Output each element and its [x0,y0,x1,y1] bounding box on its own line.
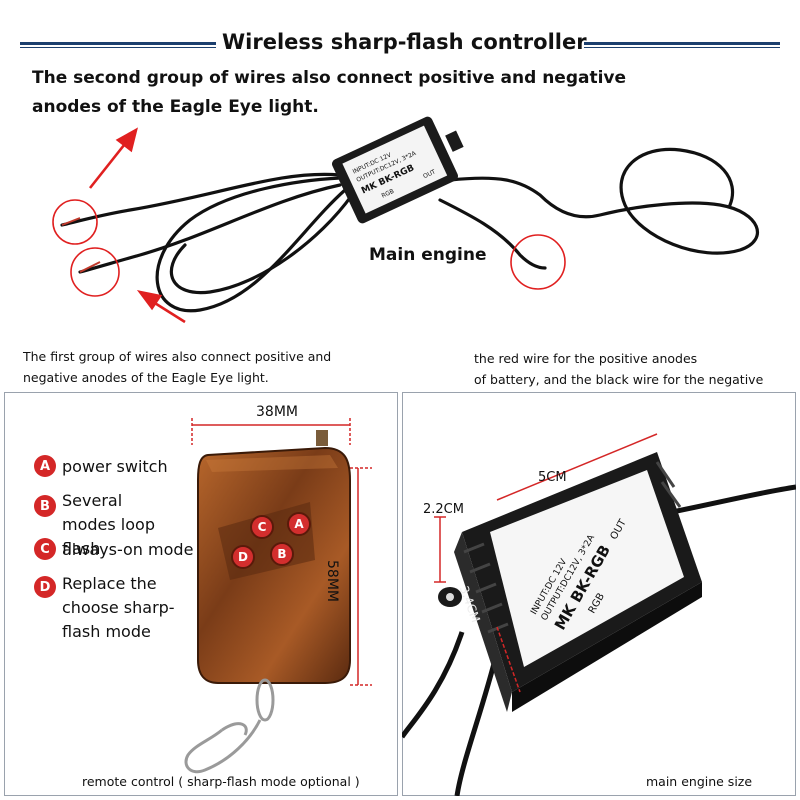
legend-badge-d: D [34,576,56,598]
main-engine-label: Main engine [369,245,487,265]
engine-illustration: INPUT:DC 12V OUTPUT:DC12V, 3*2A MK BK-RG… [402,433,796,796]
remote-height-label: 58MM [324,560,340,602]
legend-badge-a: A [34,455,56,477]
engine-length-label: 5CM [538,470,567,485]
remote-button-b[interactable]: B [270,542,294,566]
first-group-note: The first group of wires also connect po… [23,349,332,385]
legend-badge-c: C [34,538,56,560]
legend-text-b: Several modes loop flash [62,491,155,558]
engine-height-label: 2.2CM [423,502,464,517]
legend-item-c: C always-on mode [34,538,193,560]
header-rule-right [584,42,780,45]
header-rule-right-thin [584,47,780,48]
page-title: Wireless sharp-flash controller [222,30,587,54]
wire-group-circle-lower [70,247,120,297]
wire-color-note: the red wire for the positive anodes of … [474,348,800,390]
legend-text-a: power switch [62,457,168,476]
remote-width-label: 38MM [256,404,298,420]
legend-item-d: D Replace the choose sharp-flash mode [34,570,212,644]
engine-caption: main engine size [646,774,753,789]
wire-group-circle-upper [52,199,98,245]
wires-photo: INPUT:DC 12V OUTPUT:DC12V, 3*2A MK BK-RG… [52,116,759,324]
power-wire-circle [510,234,566,290]
legend-item-b: B Several modes loop flash [34,487,172,561]
header-rule-left-thin [20,47,216,48]
wire-color-note-line2: of battery, and the black wire for the n… [474,372,764,387]
second-group-note: The second group of wires also connect p… [32,68,627,117]
device-rgb-label: RGB [380,188,395,200]
legend-text-d: Replace the choose sharp-flash mode [62,574,175,641]
device-out-label: OUT [422,168,437,180]
remote-button-a[interactable]: A [287,512,311,536]
legend-text-c: always-on mode [62,540,194,559]
wire-color-note-line1: the red wire for the positive anodes [474,351,698,366]
remote-button-c[interactable]: C [250,515,274,539]
legend-badge-b: B [34,495,56,517]
remote-caption: remote control ( sharp-flash mode option… [82,774,360,789]
remote-button-d[interactable]: D [231,545,255,569]
header-rule-left [20,42,216,45]
legend-item-a: A power switch [34,455,168,477]
